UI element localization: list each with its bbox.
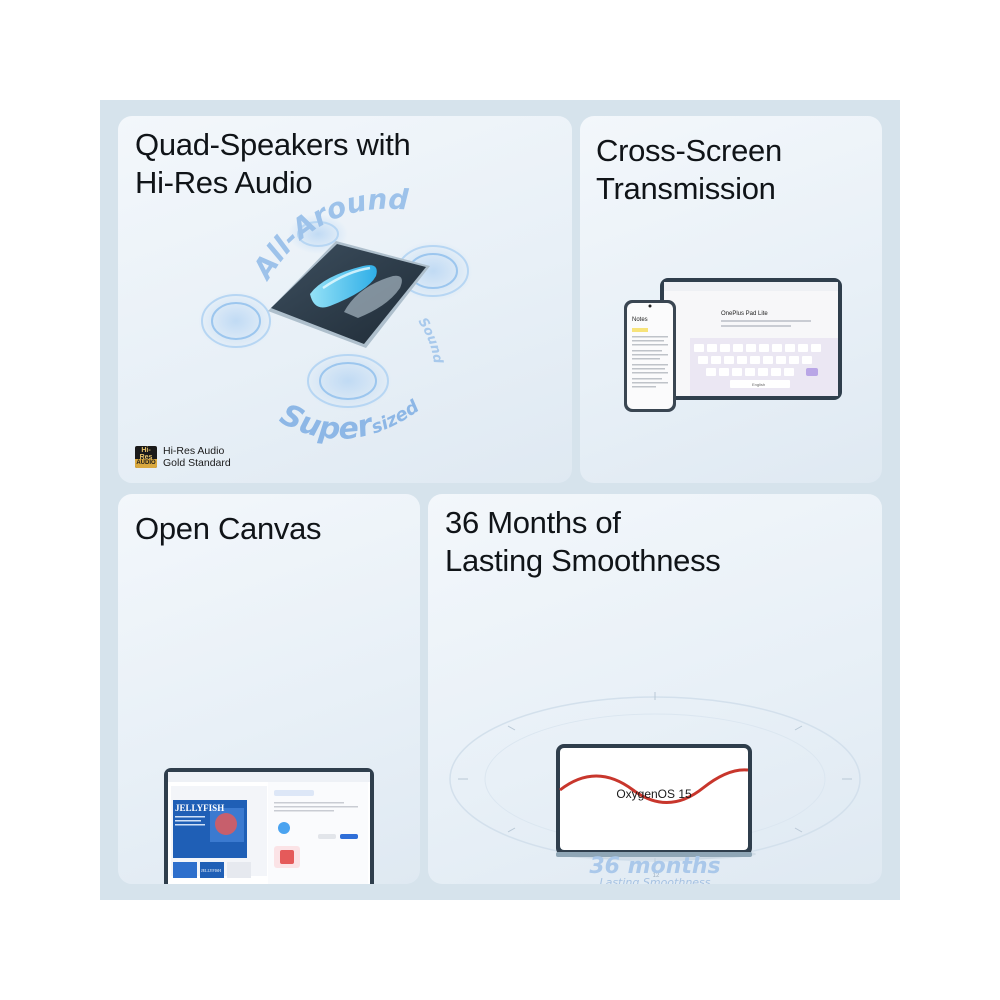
open-canvas-illustration: JELLYFISH JELLYFISH (164, 768, 374, 884)
arc-text-sound: Sound (415, 315, 445, 365)
card-title: Quad-Speakers with Hi-Res Audio (135, 127, 411, 200)
card-lasting-smoothness: 36 Months of Lasting Smoothness 12 (428, 494, 882, 884)
sound-wave-bottom (304, 351, 392, 411)
svg-text:OnePlus Pad Lite: OnePlus Pad Lite (721, 311, 768, 317)
tablet-device: OxygenOS 15 (556, 744, 756, 860)
card-quad-speakers: All-Around Sound Supersized Quad-Speaker… (118, 116, 572, 483)
sound-wave-left (198, 291, 274, 351)
tablet-device: JELLYFISH JELLYFISH (164, 768, 374, 884)
phone-device: Notes (624, 300, 676, 412)
card-title: 36 Months of Lasting Smoothness (445, 505, 721, 578)
dial-small-text: Lasting Smoothness (599, 876, 711, 884)
svg-text:OxygenOS 15: OxygenOS 15 (616, 787, 692, 801)
card-cross-screen: Cross-Screen Transmission OnePlus Pad Li… (580, 116, 882, 483)
cross-screen-illustration: OnePlus Pad Lite (624, 278, 842, 412)
card-open-canvas: Open Canvas JELLYFISH JELLYFISH (118, 494, 420, 884)
svg-text:Notes: Notes (632, 317, 648, 323)
dial-big-text: 36 months (589, 854, 720, 879)
tablet-speaker-device (268, 241, 430, 348)
svg-text:JELLYFISH: JELLYFISH (175, 803, 224, 813)
feature-grid: All-Around Sound Supersized Quad-Speaker… (100, 100, 900, 900)
card-title: Open Canvas (135, 511, 322, 546)
svg-text:English: English (752, 382, 765, 387)
svg-text:12: 12 (653, 873, 660, 879)
hi-res-logo: Hi-Res AUDIO (135, 446, 157, 468)
speaker-illustration: All-Around Sound Supersized (198, 183, 473, 447)
smoothness-illustration: 12 OxygenOS 15 36 months (449, 692, 861, 879)
svg-text:JELLYFISH: JELLYFISH (201, 868, 221, 873)
hi-res-badge: Hi-Res AUDIO Hi-Res Audio Gold Standard (135, 445, 231, 469)
card-title: Cross-Screen Transmission (596, 133, 782, 206)
tablet-device: OnePlus Pad Lite (660, 278, 842, 400)
badge-caption: Hi-Res Audio Gold Standard (163, 445, 231, 469)
sound-wave-top (288, 214, 348, 254)
